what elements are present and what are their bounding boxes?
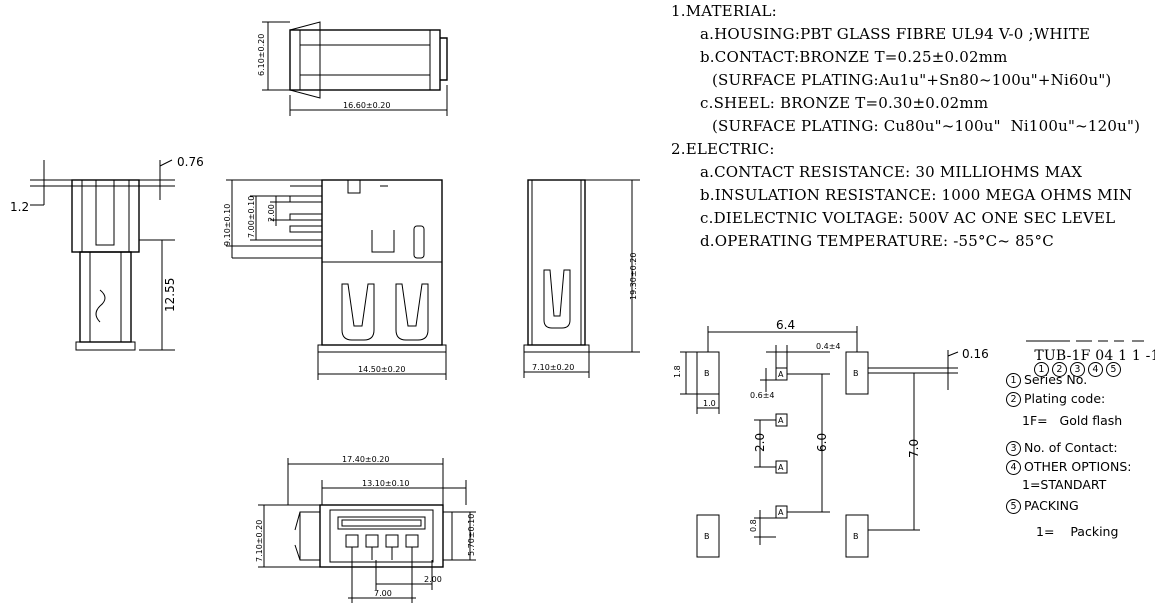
circle-5: 5 bbox=[1006, 499, 1021, 514]
pad-a-label: A bbox=[778, 416, 784, 425]
bottom-700-dim: 7.00 bbox=[374, 589, 392, 598]
insulation-spec: b.INSULATION RESISTANCE: 1000 MEGA OHMS … bbox=[700, 186, 1133, 204]
part-prefix: TUB-1F bbox=[1034, 348, 1091, 364]
legend-packing-value: 1= Packing bbox=[1036, 524, 1119, 539]
side-12-dim: 1.2 bbox=[10, 200, 29, 214]
pad-a-label: A bbox=[778, 463, 784, 472]
right-width-dim: 7.10±0.20 bbox=[532, 363, 574, 372]
circle-4: 4 bbox=[1006, 460, 1021, 475]
part-packing: 1 bbox=[1131, 348, 1141, 364]
pcb-70-dim: 7.0 bbox=[907, 439, 921, 458]
pcb-20-dim: 2.0 bbox=[753, 433, 767, 452]
pcb-60-dim: 6.0 bbox=[815, 433, 829, 452]
part-code: TUB-1F 04 1 1 -1 bbox=[1025, 322, 1155, 368]
part-contacts: 04 bbox=[1095, 348, 1114, 364]
part-option-end: 1 bbox=[1151, 348, 1155, 364]
circle-1: 1 bbox=[1033, 362, 1049, 377]
dielectric-spec: c.DIELECTNIC VOLTAGE: 500V AC ONE SEC LE… bbox=[700, 209, 1116, 227]
circle-5: 5 bbox=[1105, 362, 1121, 377]
pcb-18-dim: 1.8 bbox=[673, 365, 682, 378]
pad-a-label: A bbox=[778, 370, 784, 379]
pcb-044-dim: 0.4±4 bbox=[816, 342, 841, 351]
side-1255-dim: 12.55 bbox=[163, 278, 177, 312]
right-height-dim: 19.30±0.20 bbox=[629, 253, 638, 300]
legend-plating-value: 1F= Gold flash bbox=[1022, 413, 1123, 428]
circle-2: 2 bbox=[1006, 392, 1021, 407]
contact-plating-spec: (SURFACE PLATING:Au1u"+Sn80~100u"+Ni60u"… bbox=[712, 71, 1112, 89]
circle-1: 1 bbox=[1006, 373, 1021, 388]
front-200-dim: 2.00 bbox=[267, 204, 276, 222]
side-view: 1.2 0.76 12.55 bbox=[10, 155, 204, 351]
front-700-dim: 7.00±0.10 bbox=[247, 196, 256, 238]
front-width-dim: 14.50±0.20 bbox=[358, 365, 405, 374]
top-width-dim: 16.60±0.20 bbox=[343, 101, 390, 110]
shell-plating-spec: (SURFACE PLATING: Cu80u"~100u" Ni100u"~1… bbox=[712, 117, 1141, 135]
pcb-064-dim: 0.6±4 bbox=[750, 391, 775, 400]
pcb-10-dim: 1.0 bbox=[703, 399, 716, 408]
right-view: 19.30±0.20 7.10±0.20 bbox=[523, 179, 640, 378]
bottom-1310-dim: 13.10±0.10 bbox=[362, 479, 409, 488]
pad-b-label: B bbox=[853, 369, 859, 378]
front-height-dim: 9.10±0.10 bbox=[223, 204, 232, 246]
pad-b-label: B bbox=[704, 532, 710, 541]
pad-b-label: B bbox=[704, 369, 710, 378]
circle-3: 3 bbox=[1006, 441, 1021, 456]
front-view: 9.10±0.10 7.00±0.10 2.00 14.50±0.20 bbox=[223, 179, 447, 380]
legend-other-value: 1=STANDART bbox=[1022, 477, 1107, 492]
side-076-dim: 0.76 bbox=[177, 155, 204, 169]
top-height-dim: 6.10±0.20 bbox=[257, 34, 266, 76]
pcb-64-dim: 6.4 bbox=[776, 318, 795, 332]
circle-4: 4 bbox=[1087, 362, 1103, 377]
pcb-016-dim: 0.16 bbox=[962, 347, 989, 361]
top-view: 6.10±0.20 16.60±0.20 bbox=[257, 21, 448, 116]
bottom-200-dim: 2.00 bbox=[424, 575, 442, 584]
circle-3: 3 bbox=[1069, 362, 1085, 377]
pcb-08-dim: 0.8 bbox=[749, 519, 758, 532]
bottom-570-dim: 5.70±0.10 bbox=[467, 514, 476, 556]
part-option: 1 bbox=[1118, 348, 1128, 364]
material-title: 1.MATERIAL: bbox=[671, 2, 777, 20]
electric-title: 2.ELECTRIC: bbox=[671, 140, 775, 158]
pad-a-label: A bbox=[778, 508, 784, 517]
shell-spec: c.SHEEL: BRONZE T=0.30±0.02mm bbox=[700, 94, 989, 112]
temperature-spec: d.OPERATING TEMPERATURE: -55°C~ 85°C bbox=[700, 232, 1054, 250]
part-sep: - bbox=[1145, 348, 1151, 364]
bottom-1740-dim: 17.40±0.20 bbox=[342, 455, 389, 464]
housing-spec: a.HOUSING:PBT GLASS FIBRE UL94 V-0 ;WHIT… bbox=[700, 25, 1091, 43]
circle-2: 2 bbox=[1051, 362, 1067, 377]
contact-spec: b.CONTACT:BRONZE T=0.25±0.02mm bbox=[700, 48, 1008, 66]
pcb-layout: B B B B A A A A 6.4 0.16 1.8 1.0 bbox=[673, 318, 989, 558]
resistance-spec: a.CONTACT RESISTANCE: 30 MILLIOHMS MAX bbox=[700, 163, 1083, 181]
bottom-710-dim: 7.10±0.20 bbox=[255, 520, 264, 562]
bottom-view: 17.40±0.20 13.10±0.10 7.10±0.20 5.70±0.1… bbox=[255, 455, 476, 603]
pad-b-label: B bbox=[853, 532, 859, 541]
